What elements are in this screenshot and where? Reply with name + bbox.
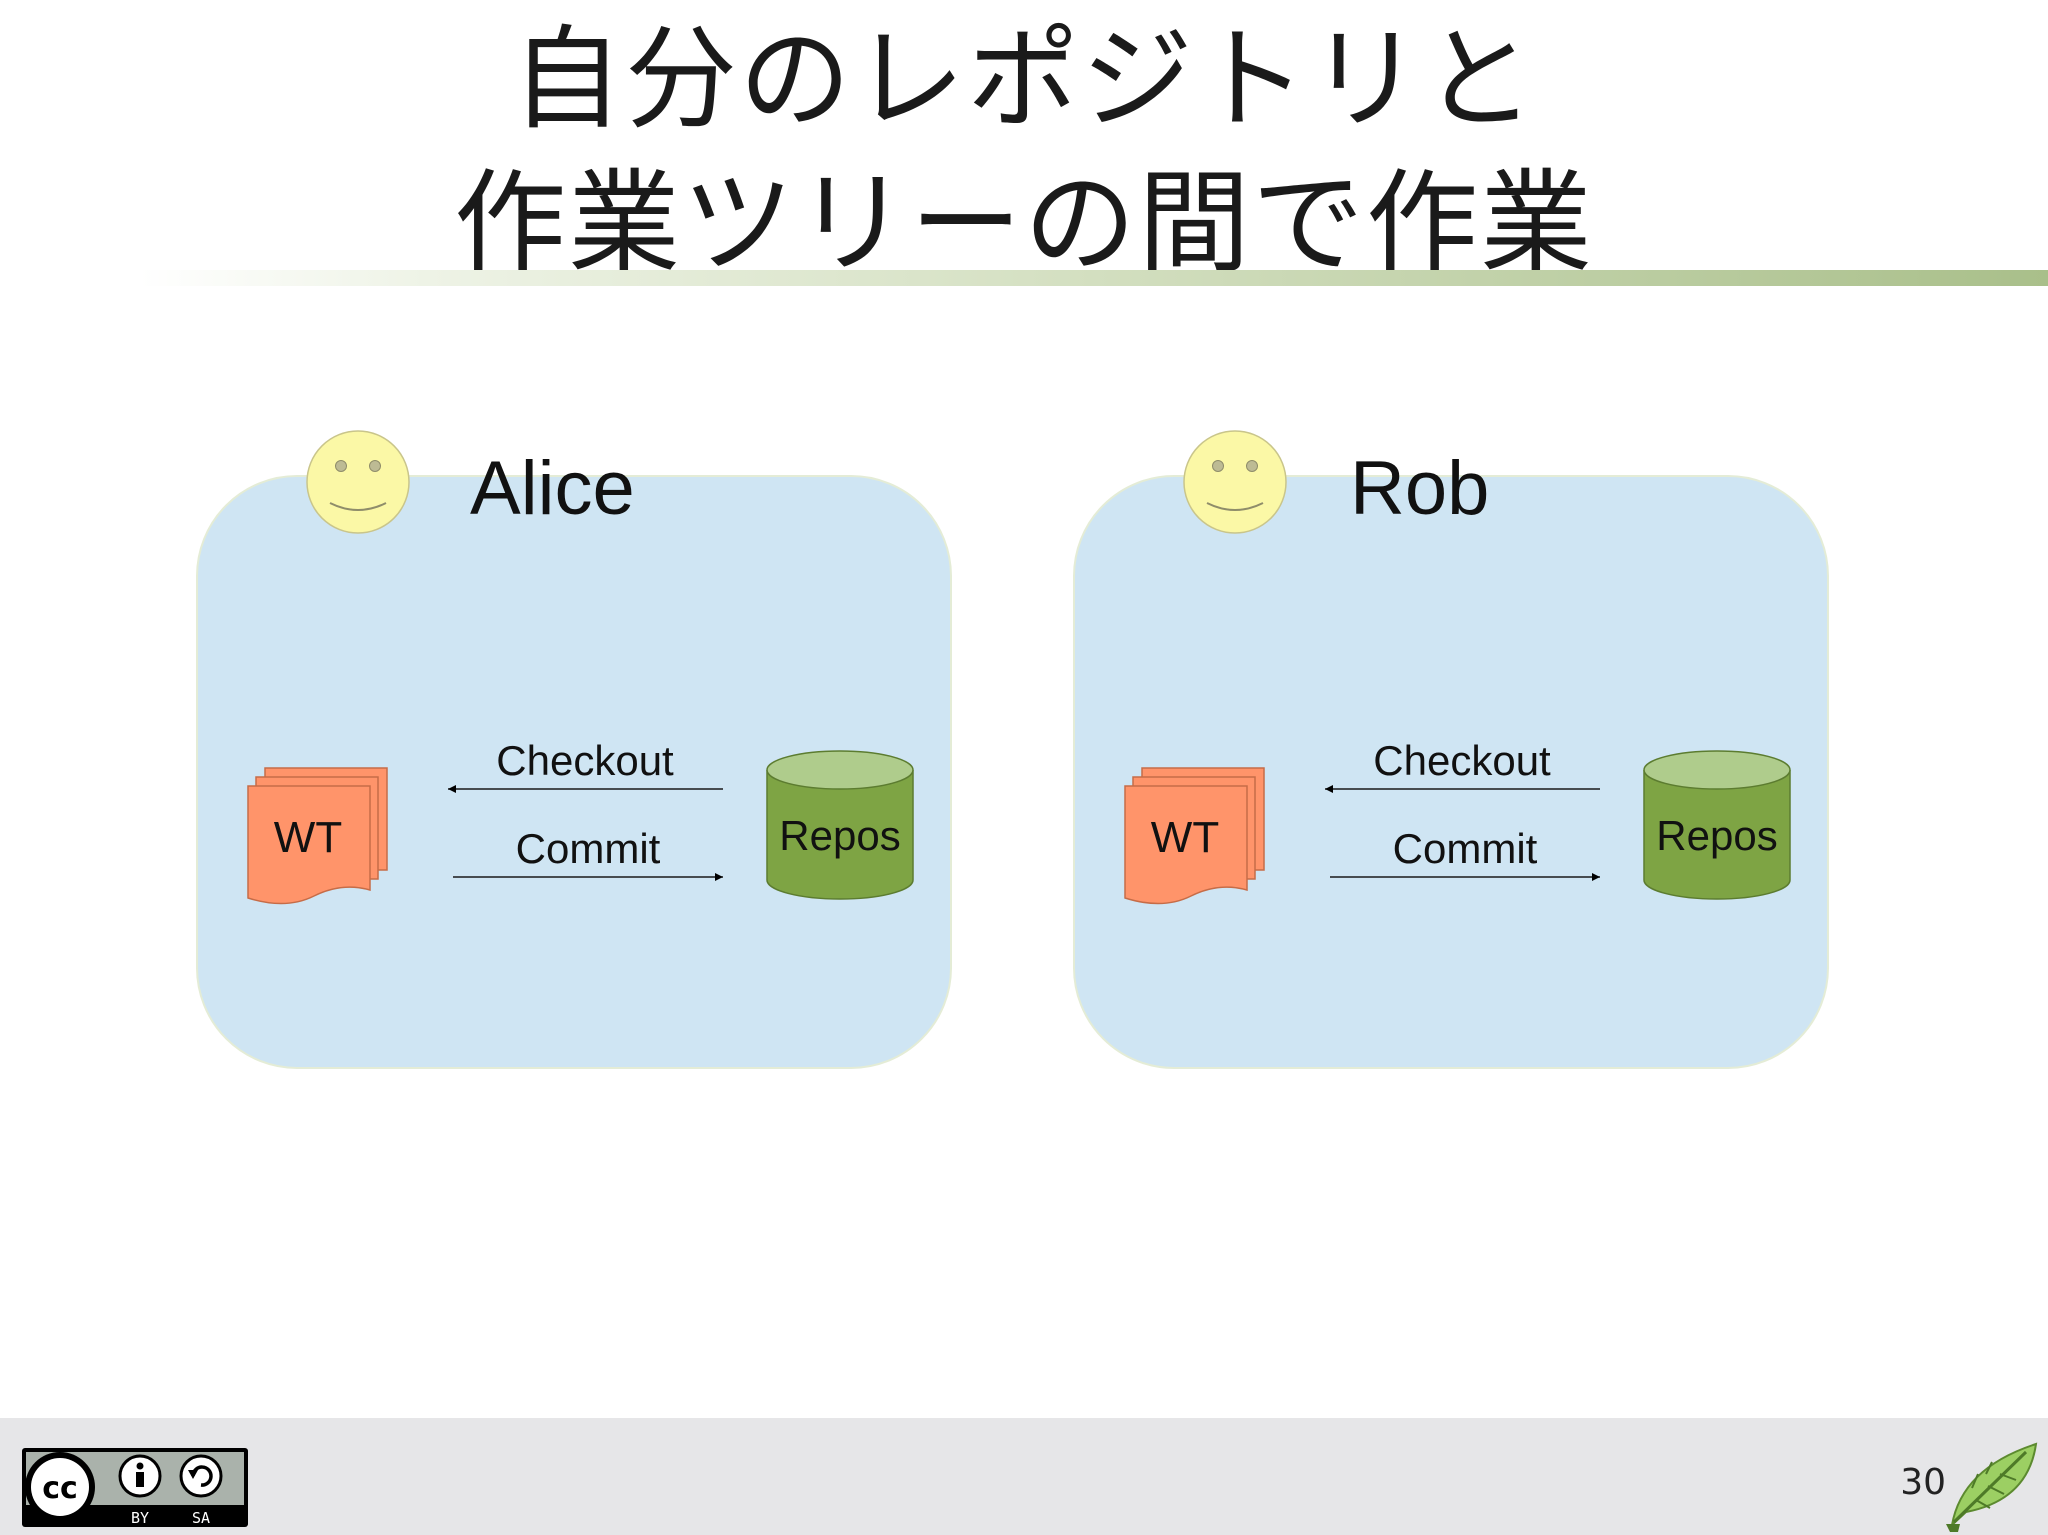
commit-label: Commit: [516, 825, 661, 872]
title-underline: [140, 270, 2048, 286]
repository-label: Repos: [779, 812, 900, 859]
panel-rob: Rob WT Repos Checkout Commit: [1073, 430, 1829, 1069]
page-number: 30: [1900, 1462, 1946, 1503]
panel-alice: Alice WT Repos Checkout Commit: [196, 430, 952, 1069]
checkout-label: Checkout: [496, 737, 674, 784]
panel-background: [196, 475, 952, 1069]
user-name: Alice: [470, 446, 635, 531]
repository-cylinder-icon: [766, 750, 914, 900]
title-line-1: 自分のレポジトリと: [511, 15, 1537, 145]
slide-title: 自分のレポジトリと 作業ツリーの間で作業: [0, 8, 2048, 296]
user-name: Rob: [1350, 446, 1489, 531]
working-tree-icon: [1124, 767, 1265, 905]
working-tree-icon: [247, 767, 388, 905]
title-line-2: 作業ツリーの間で作業: [454, 159, 1594, 289]
repository-cylinder-icon: [1643, 750, 1791, 900]
commit-label: Commit: [1393, 825, 1538, 872]
panel-background: [1073, 475, 1829, 1069]
working-tree-label: WT: [1151, 813, 1219, 862]
checkout-label: Checkout: [1373, 737, 1551, 784]
working-tree-label: WT: [274, 813, 342, 862]
smiley-icon: [306, 430, 410, 534]
footer-bar: [0, 1418, 2048, 1535]
smiley-icon: [1183, 430, 1287, 534]
repository-label: Repos: [1656, 812, 1777, 859]
